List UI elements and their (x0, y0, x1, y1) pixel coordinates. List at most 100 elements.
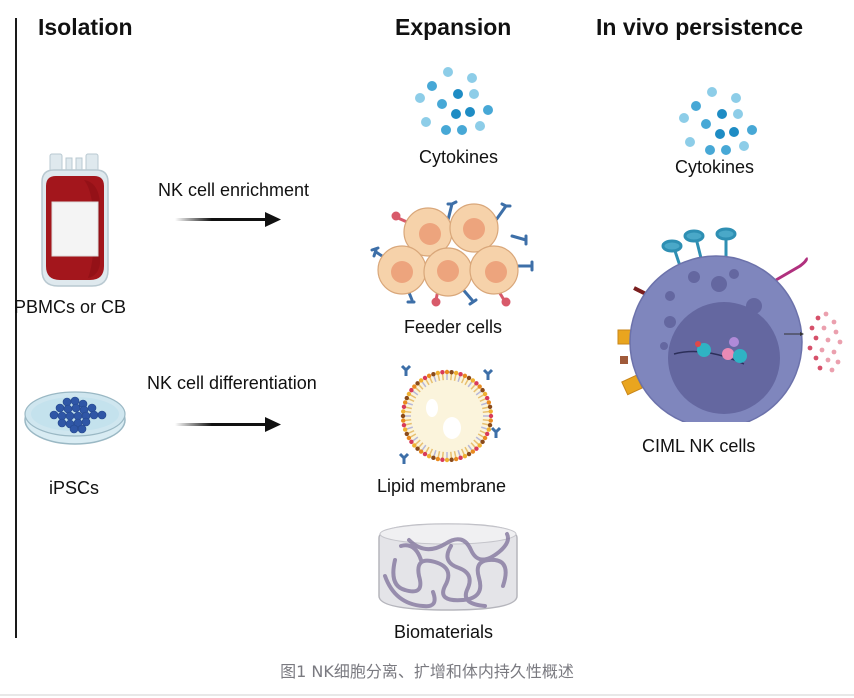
lipid-head (418, 449, 424, 454)
lipid-head (474, 381, 479, 386)
divider (0, 694, 854, 696)
secreted-granule (825, 357, 831, 363)
cytokine-dot (715, 129, 725, 139)
lipid-head (402, 427, 408, 432)
label-cytokines-persistence: Cytokines (675, 157, 755, 177)
lipid-head (458, 371, 463, 377)
antibody-icon (482, 368, 494, 380)
lipid-head (400, 413, 406, 419)
cytokine-dot (705, 145, 715, 155)
ciml-nk-cell-icon (617, 227, 843, 422)
cytokine-dot (747, 125, 757, 135)
lipid-head (422, 451, 428, 457)
label-nk-cell-differentiation: NK cell differentiation (147, 373, 317, 393)
cytokine-dot (427, 81, 437, 91)
vesicle-highlight (443, 417, 461, 439)
heading-in-vivo-persistence: In vivo persistence (596, 14, 804, 40)
cytokine-dot (721, 145, 731, 155)
lipid-head (480, 387, 485, 393)
biomaterials-icon (378, 523, 518, 611)
lipid-head (412, 443, 417, 448)
lipid-head (466, 375, 472, 381)
cytokines-icon (415, 67, 493, 135)
lipid-head (480, 439, 485, 445)
lipid-head (402, 400, 408, 405)
lipid-head (418, 378, 424, 383)
secreted-granule (831, 319, 837, 325)
petri-dish-icon (24, 391, 126, 445)
lipid-head (462, 373, 468, 379)
cytokine-dot (415, 93, 425, 103)
antibody-icon (490, 426, 502, 438)
label-lipid-membrane: Lipid membrane (377, 476, 507, 496)
lipid-head (431, 371, 436, 377)
secreted-granule (813, 335, 819, 341)
cytokine-dot (421, 117, 431, 127)
cytokine-dot (679, 113, 689, 123)
lipid-head (406, 435, 412, 441)
lipid-head (486, 427, 492, 432)
secreted-granule (833, 329, 839, 335)
secreted-granule (831, 349, 837, 355)
lipid-head (474, 446, 479, 451)
lipid-head (440, 370, 445, 375)
lipid-head (458, 455, 463, 461)
lipid-head (484, 431, 490, 437)
lipid-head (431, 455, 436, 461)
lipid-head (426, 453, 432, 459)
vesicle-highlight (426, 399, 438, 417)
vesicle-core (403, 372, 491, 460)
secreted-granule (821, 325, 827, 331)
lipid-head (488, 409, 493, 414)
lipid-head (409, 439, 414, 445)
lipid-head (401, 404, 407, 410)
secreted-granule (823, 311, 829, 317)
lipid-head (422, 375, 428, 381)
lipid-head (449, 370, 454, 375)
cytokine-dot (717, 109, 727, 119)
feeder-cells-icon (370, 200, 534, 307)
lipid-head (426, 373, 432, 379)
cytokine-dot (475, 121, 485, 131)
cytokine-dot (443, 67, 453, 77)
secreted-granule (829, 367, 835, 373)
lipid-head (484, 395, 490, 401)
cytokine-dot (685, 137, 695, 147)
heading-expansion: Expansion (395, 14, 512, 40)
arrow-right-icon (175, 417, 281, 432)
lipid-head (406, 391, 412, 397)
lipid-head (470, 378, 476, 383)
cytokine-dot (457, 125, 467, 135)
cytokine-dot (731, 93, 741, 103)
lipid-head (477, 384, 482, 389)
secreted-granule (813, 355, 819, 361)
lipid-head (415, 381, 420, 386)
secreted-granule (837, 339, 843, 345)
lipid-head (401, 409, 406, 414)
antibody-icon (398, 452, 410, 464)
label-ipscs: iPSCs (49, 478, 100, 498)
cytokine-dot (739, 141, 749, 151)
secreted-granule (819, 347, 825, 353)
cytokine-dot (483, 105, 493, 115)
label-biomaterials: Biomaterials (394, 622, 494, 642)
cytokine-dot (729, 127, 739, 137)
lipid-head (409, 387, 414, 393)
lipid-head (404, 431, 410, 437)
label-nk-cell-enrichment: NK cell enrichment (158, 180, 310, 200)
cytokine-dot (451, 109, 461, 119)
lipid-head (453, 456, 459, 462)
heading-isolation: Isolation (38, 14, 133, 40)
lipid-head (453, 370, 459, 376)
label-pbmcs-or-cb: PBMCs or CB (14, 297, 127, 317)
label-cytokines-expansion: Cytokines (419, 147, 499, 167)
figure-caption: 图1 NK细胞分离、扩增和体内持久性概述 (280, 662, 574, 681)
secreted-granule (815, 315, 821, 321)
lipid-head (466, 451, 472, 457)
cytokine-dot (701, 119, 711, 129)
lipid-head (470, 449, 476, 454)
lipid-head (482, 435, 488, 441)
lipid-head (444, 369, 450, 375)
label-feeder-cells: Feeder cells (404, 317, 503, 337)
secreted-granule (809, 325, 815, 331)
